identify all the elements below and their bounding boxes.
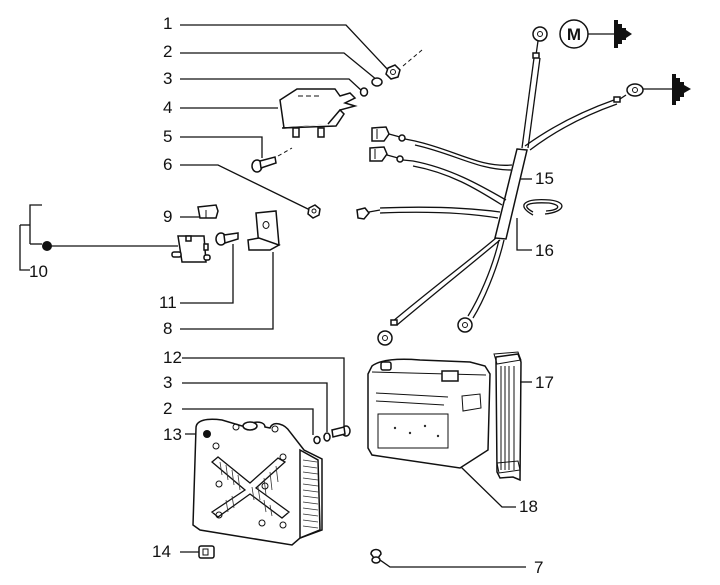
chassis-ground-symbol [672, 74, 691, 105]
callout-16: 16 [535, 241, 554, 260]
bracket-10-upper [29, 204, 42, 244]
callout-6: 6 [163, 155, 172, 174]
leader-5 [180, 136, 263, 158]
leader-6 [180, 164, 311, 211]
callout-18: 18 [519, 497, 538, 516]
bracket-10-outer [19, 225, 30, 271]
leader-1 [180, 24, 391, 73]
callout-13: 13 [163, 425, 182, 444]
lock-washer-part-3b [323, 432, 331, 442]
callout-11: 11 [159, 293, 177, 312]
leader-2 [180, 52, 378, 81]
bolt-part-11 [215, 232, 239, 246]
callout-14: 14 [152, 542, 171, 561]
leader-2b [182, 408, 314, 435]
callout-3b: 3 [163, 373, 172, 392]
ground-icon [614, 20, 632, 48]
callout-4: 4 [163, 98, 172, 117]
clip-part-14 [198, 545, 215, 559]
callout-10: 10 [29, 262, 48, 281]
callout-2: 2 [163, 42, 172, 61]
motor-ground-symbol: M [559, 19, 632, 49]
washer-part-2b [313, 435, 321, 445]
screw-part-5 [251, 147, 293, 173]
callout-3: 3 [163, 69, 172, 88]
callout-7: 7 [534, 558, 543, 577]
relay-part-10 [171, 235, 211, 263]
callout-1: 1 [163, 14, 172, 33]
motor-label: M [567, 25, 581, 44]
nut-part-1 [385, 49, 423, 80]
leader-8 [180, 252, 274, 330]
lock-washer-part-3 [359, 87, 369, 97]
washer-part-2 [371, 77, 383, 87]
voltage-regulator-part-4 [279, 88, 358, 138]
callout-5: 5 [163, 127, 172, 146]
leader-3 [180, 78, 363, 92]
leader-3b [182, 382, 328, 432]
clamp-ring-part-16 [523, 199, 563, 216]
grommet-part-7 [370, 548, 382, 564]
battery-cover-part-13 [192, 418, 323, 546]
callout-9: 9 [163, 207, 172, 226]
callout-8: 8 [163, 319, 172, 338]
callout-15: 15 [535, 169, 554, 188]
wiring-harness-part-15 [356, 26, 672, 346]
nut-part-6 [307, 204, 321, 219]
callout-17: 17 [535, 373, 554, 392]
callout-2b: 2 [163, 399, 172, 418]
cap-part-9 [197, 204, 219, 219]
ground-icon [672, 74, 691, 105]
battery-support-part-17 [493, 351, 522, 482]
leader-7 [379, 559, 526, 568]
leader-18 [460, 466, 516, 508]
callout-12: 12 [163, 348, 182, 367]
battery-part-18 [367, 358, 491, 469]
leader-16 [516, 218, 532, 251]
bolt-part-12 [331, 425, 351, 438]
leader-11 [180, 244, 234, 304]
bracket-part-8 [247, 210, 281, 251]
leader-12 [182, 357, 345, 427]
